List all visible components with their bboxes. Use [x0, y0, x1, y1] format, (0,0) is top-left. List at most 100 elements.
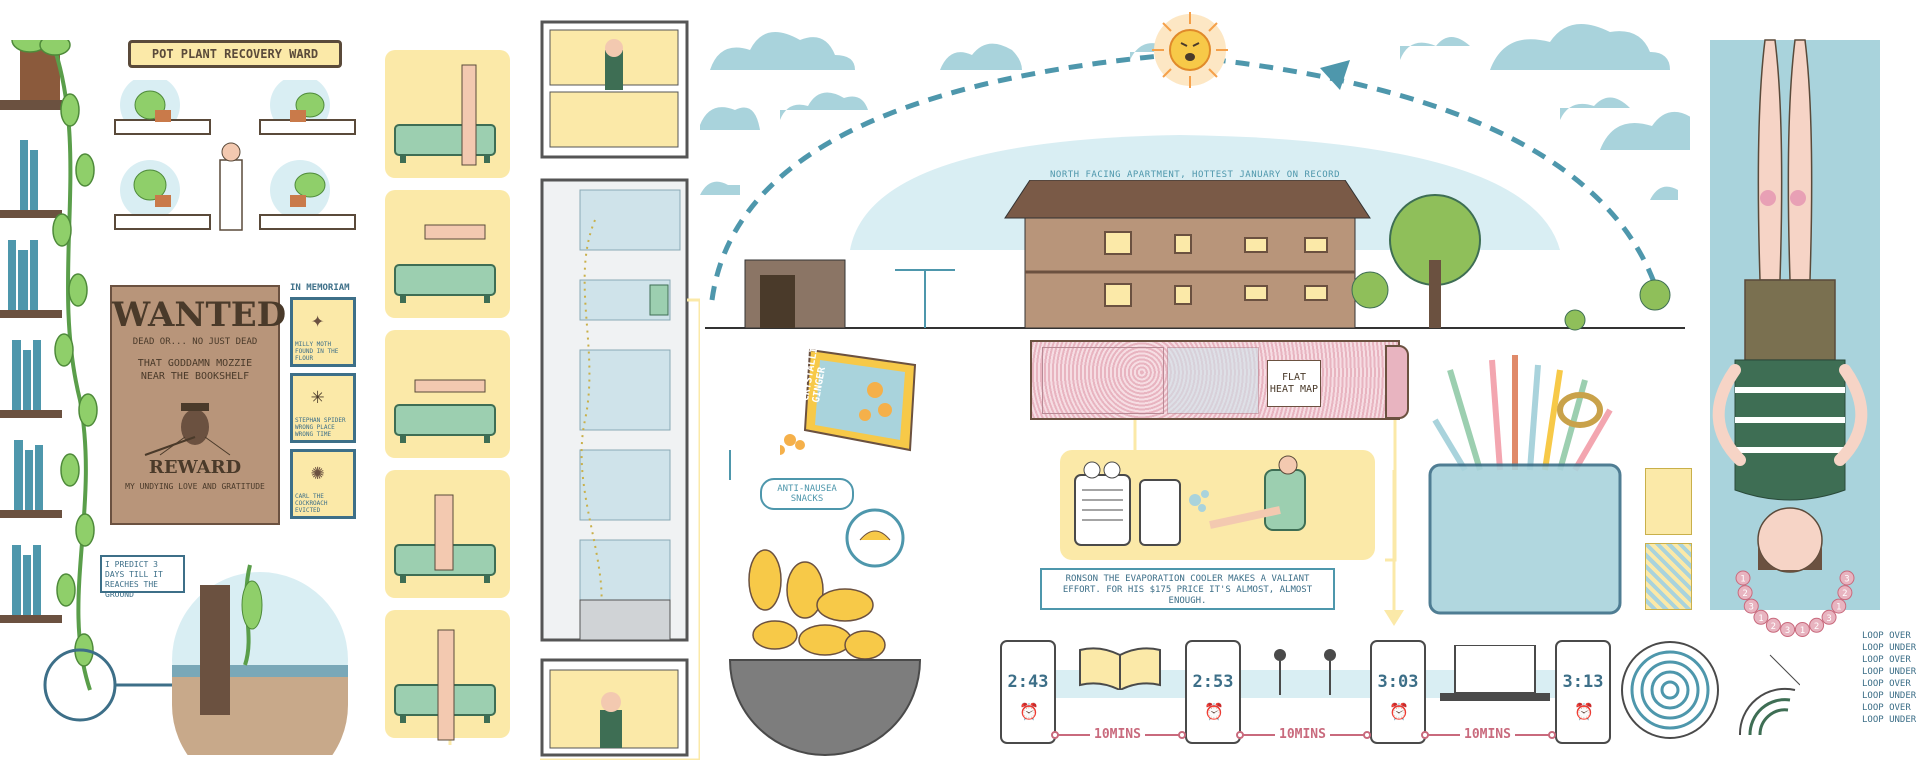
woman-sitting [434, 494, 454, 571]
plant-pot [20, 50, 60, 100]
book-icon [1079, 647, 1161, 690]
loop-item: LOOP UNDER [1862, 643, 1917, 653]
earphones-icon [1274, 649, 1336, 695]
memoriam-name: CARL THE COCKROACH [295, 493, 328, 507]
couch-sequence [385, 50, 510, 745]
loop-item: LOOP OVER [1862, 703, 1911, 713]
memoriam-card: ✳ STEPHAN SPIDER WRONG PLACE WRONG TIME [290, 373, 356, 443]
nurse [219, 159, 243, 231]
plant-ward-title: POT PLANT RECOVERY WARD [151, 47, 319, 61]
snack-bowl [728, 450, 922, 756]
cooler-caption: RONSON THE EVAPORATION COOLER MAKES A VA… [1062, 574, 1313, 606]
loop-item: LOOP UNDER [1862, 715, 1917, 725]
breath-number: 1 [1800, 626, 1805, 636]
breath-number: 2 [1842, 589, 1847, 599]
moth-icon: ✦ [311, 308, 325, 333]
cooler-scene [1060, 420, 1397, 562]
cooler-caption-box: RONSON THE EVAPORATION COOLER MAKES A VA… [1040, 568, 1335, 610]
breath-number: 2 [1771, 622, 1776, 632]
prediction-box: I PREDICT 3 DAYS TILL IT REACHES THE GRO… [100, 555, 185, 599]
memoriam-name: MILLY MOTH [295, 341, 332, 348]
memoriam-name: STEPHAN SPIDER [295, 417, 346, 424]
loop-instructions: LOOP OVER LOOP UNDER LOOP OVER LOOP UNDE… [1862, 630, 1920, 726]
ginger-bag [780, 348, 917, 455]
memoriam-card: ✦ MILLY MOTH FOUND IN THE FLOUR [290, 297, 356, 367]
breath-dot [1809, 617, 1825, 633]
phone-clock: 3:03 ⏰ [1370, 640, 1426, 744]
mosquito-icon [144, 403, 231, 456]
clock-time: 2:43 [1007, 672, 1049, 692]
house-caption: NORTH FACING APARTMENT, HOTTEST JANUARY … [1050, 170, 1341, 180]
clock-time: 3:13 [1562, 672, 1604, 692]
woman-lying [414, 379, 486, 393]
snacks-label-text: ANTI-NAUSEA SNACKS [777, 484, 837, 504]
loop-item: LOOP OVER [1862, 679, 1911, 689]
woman-standing [461, 64, 477, 166]
swatch-card [1645, 468, 1692, 535]
phone-clock: 2:53 ⏰ [1185, 640, 1241, 744]
breath-dot [1743, 598, 1759, 614]
breath-number: 2 [1742, 589, 1747, 599]
wanted-headline: WANTED [112, 295, 287, 335]
laptop-icon [1440, 645, 1550, 701]
loop-item: LOOP OVER [1862, 631, 1911, 641]
alarm-icon: ⏰ [1204, 702, 1224, 721]
swatch-card [1645, 543, 1692, 610]
alarm-icon: ⏰ [1389, 702, 1409, 721]
memoriam-title: IN MEMORIAM [290, 283, 350, 293]
fridge-icon [1139, 479, 1181, 546]
wanted-body: THAT GODDAMN MOZZIE NEAR THE BOOKSHELF [137, 358, 253, 382]
breath-number: 3 [1826, 614, 1831, 624]
memoriam-card: ✺ CARL THE COCKROACH EVICTED [290, 449, 356, 519]
weaving-circle [1621, 641, 1800, 739]
breath-dot [1794, 621, 1810, 637]
armchair [1264, 469, 1306, 531]
breath-dot [1735, 570, 1751, 586]
loop-item: LOOP UNDER [1862, 691, 1917, 701]
breath-dot [1831, 598, 1847, 614]
cooler-on-plan [649, 284, 669, 316]
timeline: 2:43 ⏰ 2:53 ⏰ 3:03 ⏰ 3:13 ⏰ 10MINS 10MIN… [1000, 635, 1620, 755]
breath-dot [1765, 617, 1781, 633]
breath-dot [1753, 609, 1769, 625]
breath-number: 3 [1749, 603, 1754, 613]
alarm-icon: ⏰ [1574, 702, 1594, 721]
memoriam-note: WRONG PLACE WRONG TIME [295, 424, 335, 438]
heat-map-label: FLAT HEAT MAP [1269, 371, 1319, 395]
spider-icon: ✳ [311, 384, 325, 409]
floor-plan [540, 20, 700, 760]
plant-ward-scene [114, 80, 356, 231]
plant-ward-banner: POT PLANT RECOVERY WARD [128, 40, 342, 68]
phone-clock: 3:13 ⏰ [1555, 640, 1611, 744]
breath-dot [1737, 585, 1753, 601]
breath-number: 2 [1814, 622, 1819, 632]
magnifier-scene [43, 564, 348, 755]
breath-dot [1780, 621, 1796, 637]
alarm-icon: ⏰ [1019, 702, 1039, 721]
woman-legs-up [1712, 39, 1868, 573]
breath-dot [1837, 585, 1853, 601]
memoriam-panel: IN MEMORIAM ✦ MILLY MOTH FOUND IN THE FL… [290, 283, 360, 519]
clock-time: 2:53 [1192, 672, 1234, 692]
woman-reclining [424, 224, 486, 240]
angry-sun-icon [1152, 12, 1228, 88]
memoriam-note: FOUND IN THE FLOUR [295, 348, 339, 362]
breath-number: 1 [1758, 614, 1763, 624]
heat-map: FLAT HEAT MAP [1030, 340, 1400, 420]
pencil-cup [1428, 355, 1622, 615]
snacks-label: ANTI-NAUSEA SNACKS [760, 478, 854, 510]
cooler-arrow [1384, 470, 1404, 626]
loop-item: LOOP UNDER [1862, 667, 1917, 677]
breath-dot [1821, 609, 1837, 625]
house-scene [705, 180, 1685, 331]
clouds [700, 24, 1690, 200]
wanted-subline: DEAD OR... NO JUST DEAD [132, 337, 258, 347]
wanted-reward: REWARD [148, 457, 242, 478]
cockroach-icon: ✺ [311, 460, 325, 485]
heat-map-end [1385, 345, 1409, 419]
gap-label: 10MINS [1090, 727, 1145, 742]
gap-label: 10MINS [1460, 727, 1515, 742]
breath-number: 1 [1740, 575, 1745, 585]
wanted-reward-text: MY UNDYING LOVE AND GRATITUDE [125, 482, 265, 491]
